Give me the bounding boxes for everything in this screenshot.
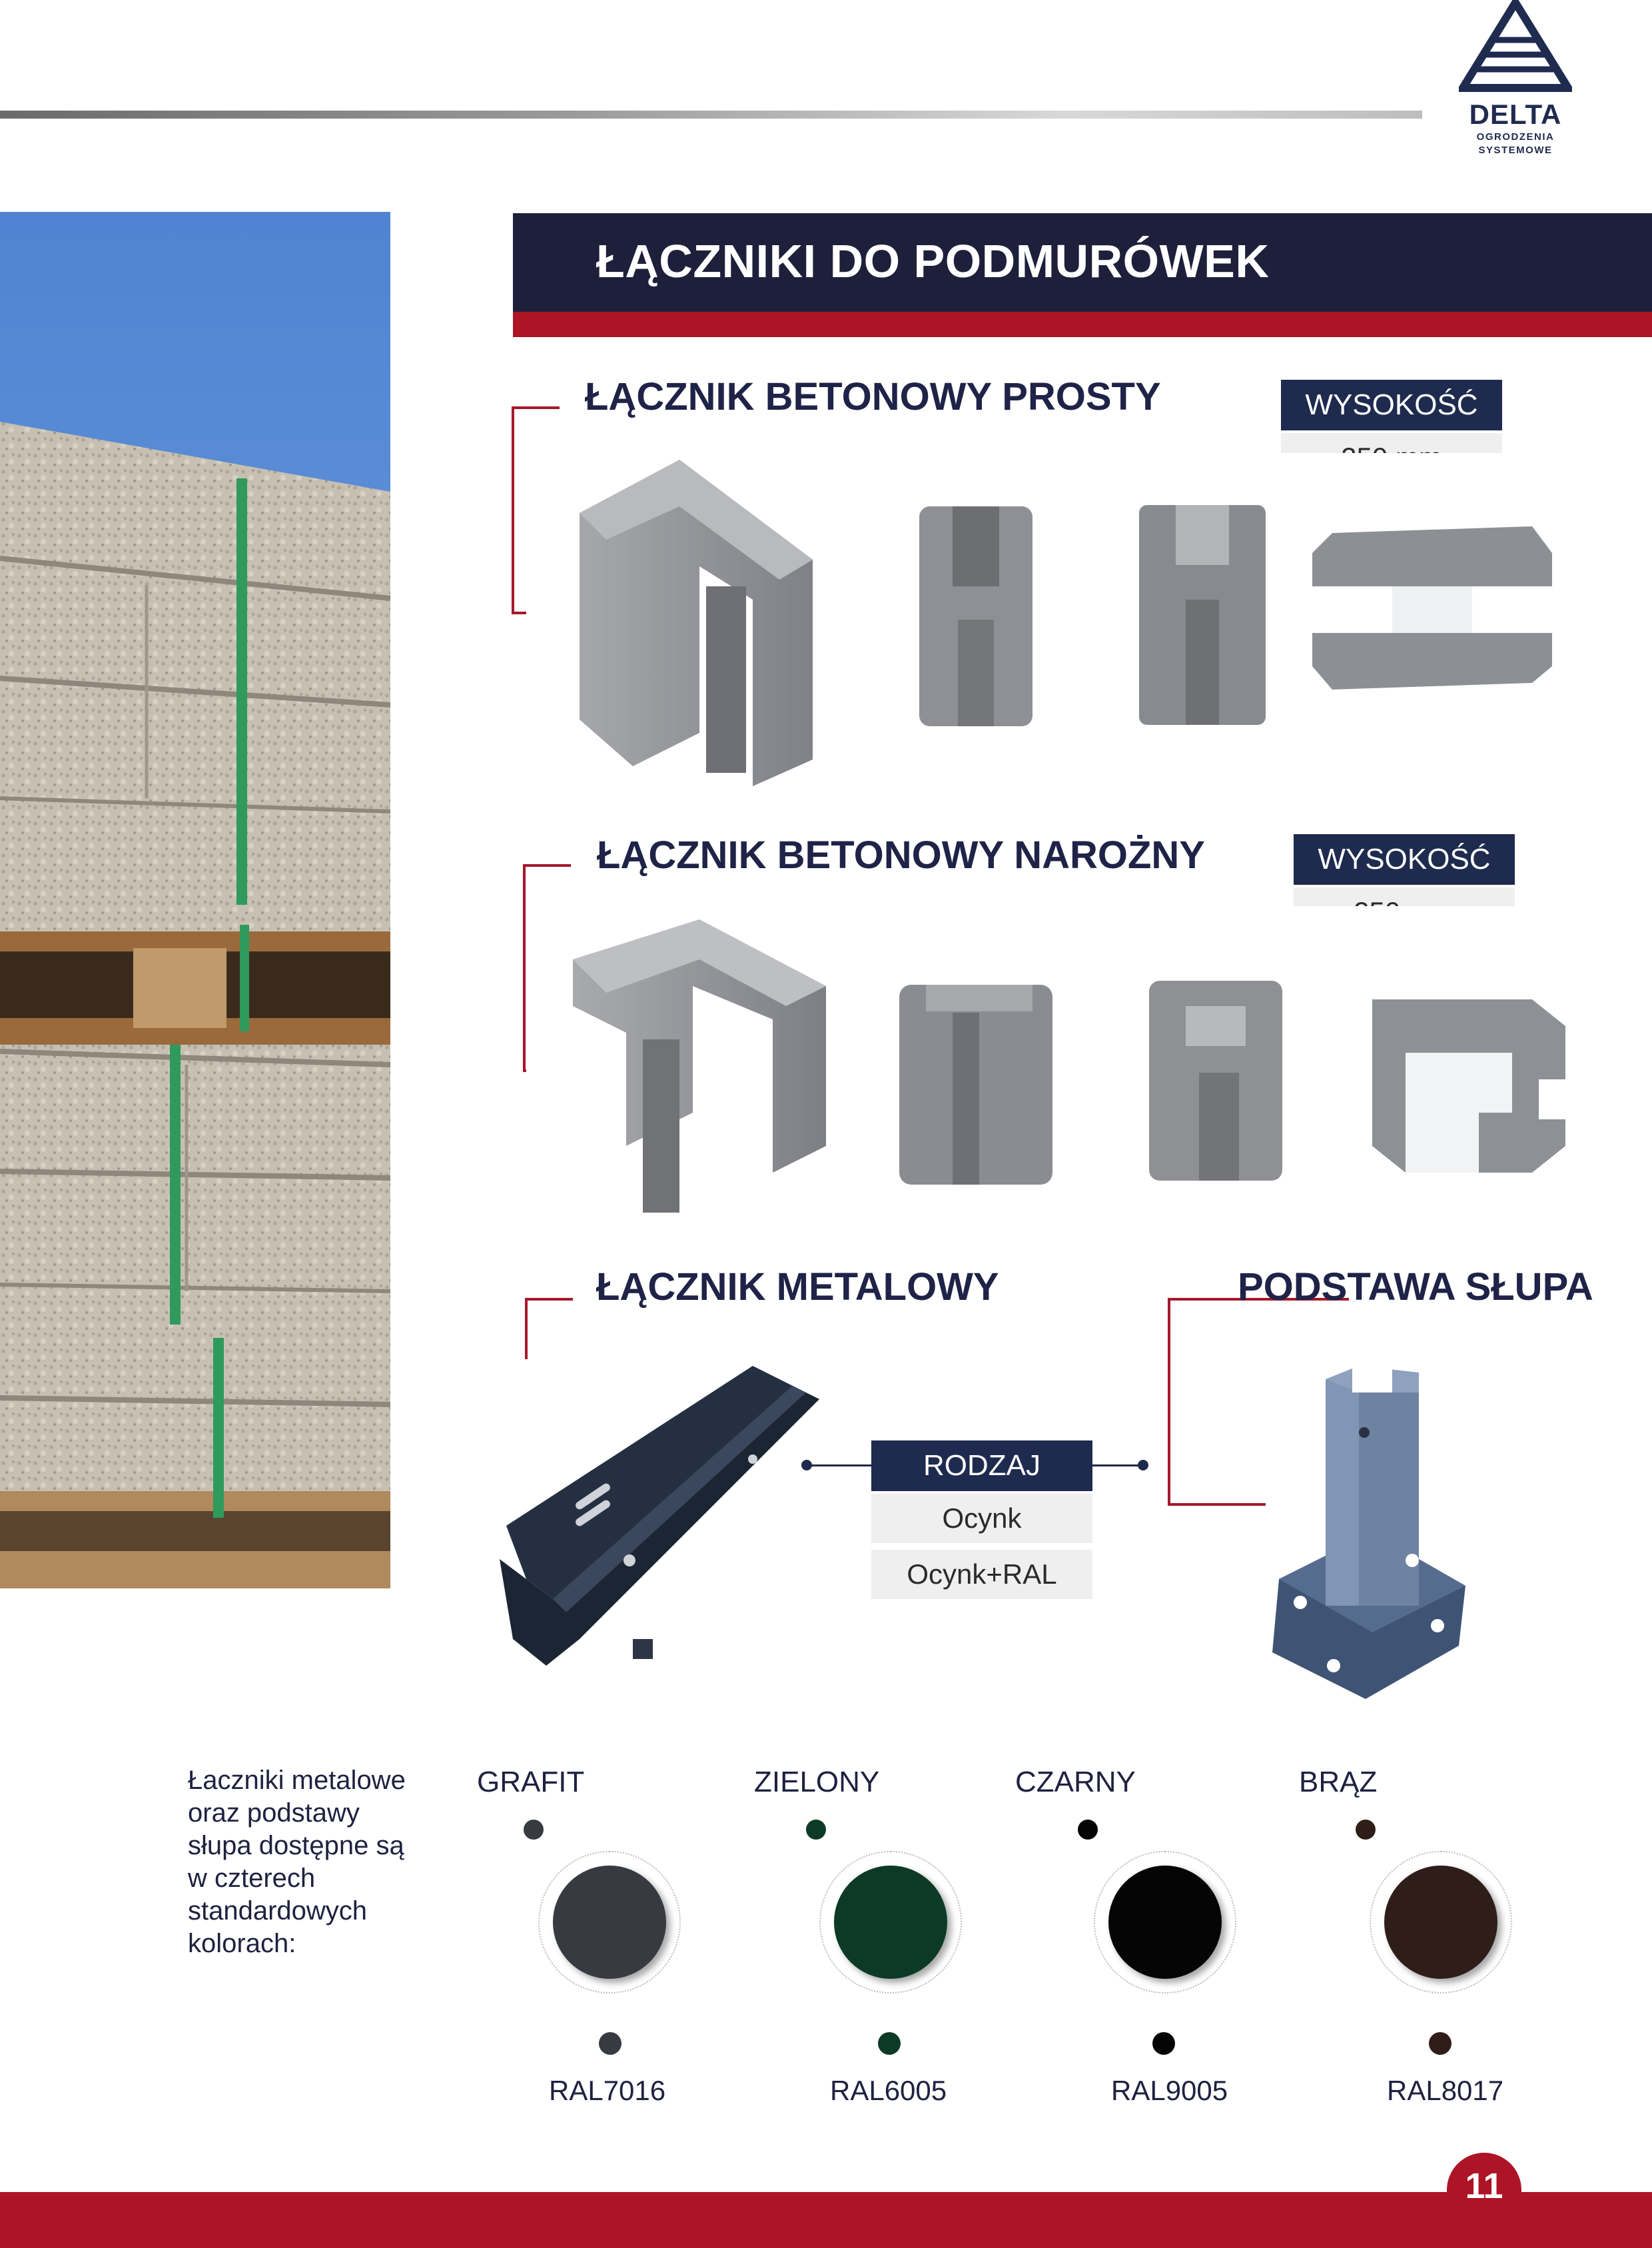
section-bracket-post-base	[1168, 1298, 1349, 1506]
color-ring	[819, 1851, 962, 1993]
color-name: GRAFIT	[477, 1766, 585, 1798]
color-name: BRĄZ	[1299, 1766, 1378, 1798]
brand-name: DELTA	[1469, 99, 1562, 130]
color-swatch-czarny: CZARNY RAL9005	[1007, 1766, 1247, 2112]
color-dot-bottom	[878, 2032, 901, 2055]
concrete-panels-photo	[0, 212, 390, 1588]
metal-connector-image	[486, 1359, 833, 1679]
color-swatch-braz: BRĄZ RAL8017	[1292, 1766, 1532, 2112]
page-number: 11	[1465, 2166, 1503, 2206]
straight-connector-images	[526, 453, 1565, 800]
footer-bar	[0, 2192, 1652, 2248]
color-circle	[1108, 1866, 1222, 1979]
colors-intro-text: Łaczniki metalowe oraz podstawy słupa do…	[188, 1766, 406, 1958]
brand-tagline-2: SYSTEMOWE	[1478, 145, 1553, 156]
color-ring	[1094, 1851, 1236, 1993]
color-dot-top	[524, 1820, 544, 1840]
color-ring	[1370, 1851, 1512, 1993]
section-title-post-base: PODSTAWA SŁUPA	[1238, 1265, 1593, 1309]
color-circle	[1384, 1866, 1497, 1979]
rodzaj-connector-line-right	[1092, 1464, 1147, 1466]
color-swatch-grafit: GRAFIT RAL7016	[466, 1766, 706, 2112]
ral-code: RAL8017	[1387, 2075, 1504, 2106]
section-title-straight: ŁĄCZNIK BETONOWY PROSTY	[585, 375, 1161, 418]
title-banner-red-stripe	[513, 312, 1652, 337]
page-title: ŁĄCZNIKI DO PODMURÓWEK	[596, 235, 1270, 287]
spec-label: RODZAJ	[871, 1440, 1092, 1491]
corner-connector-images	[526, 906, 1585, 1226]
color-name: CZARNY	[1015, 1766, 1136, 1798]
spec-option-ocynk: Ocynk	[871, 1494, 1092, 1543]
brand-tagline-1: OGRODZENIA	[1476, 131, 1555, 143]
color-dot-bottom	[1152, 2032, 1175, 2055]
rodzaj-connector-dot-right	[1138, 1460, 1148, 1470]
spec-option-ocynk-ral: Ocynk+RAL	[871, 1550, 1092, 1599]
color-circle	[834, 1866, 947, 1979]
ral-code: RAL7016	[549, 2075, 666, 2106]
color-dot-top	[1078, 1820, 1098, 1840]
color-circle	[553, 1866, 666, 1979]
color-dot-top	[1356, 1820, 1376, 1840]
title-banner: ŁĄCZNIKI DO PODMURÓWEK	[513, 213, 1652, 337]
section-title-metal: ŁĄCZNIK METALOWY	[596, 1265, 999, 1309]
ral-code: RAL9005	[1111, 2075, 1228, 2106]
color-name: ZIELONY	[754, 1766, 880, 1798]
color-swatch-zielony: ZIELONY RAL6005	[746, 1766, 986, 2112]
color-dot-bottom	[1429, 2032, 1451, 2055]
ral-code: RAL6005	[830, 2075, 947, 2106]
spec-label: WYSOKOŚĆ	[1281, 380, 1502, 430]
spec-table-metal: RODZAJ Ocynk Ocynk+RAL	[871, 1440, 1092, 1599]
rodzaj-connector-dot-left	[801, 1460, 812, 1470]
title-banner-navy	[513, 213, 1652, 312]
delta-logo: DELTA OGRODZENIA SYSTEMOWE	[1449, 0, 1582, 180]
color-dot-top	[806, 1820, 826, 1840]
color-dot-bottom	[599, 2032, 621, 2055]
triangle-logo-icon	[1459, 0, 1572, 92]
post-base-image	[1266, 1353, 1472, 1712]
page-number-badge: 11	[1447, 2153, 1521, 2219]
spec-label: WYSOKOŚĆ	[1294, 834, 1515, 885]
rodzaj-connector-line-left	[806, 1464, 873, 1466]
color-ring	[538, 1851, 681, 1993]
header-rule	[0, 111, 1422, 119]
section-title-corner: ŁĄCZNIK BETONOWY NAROŻNY	[597, 834, 1205, 877]
